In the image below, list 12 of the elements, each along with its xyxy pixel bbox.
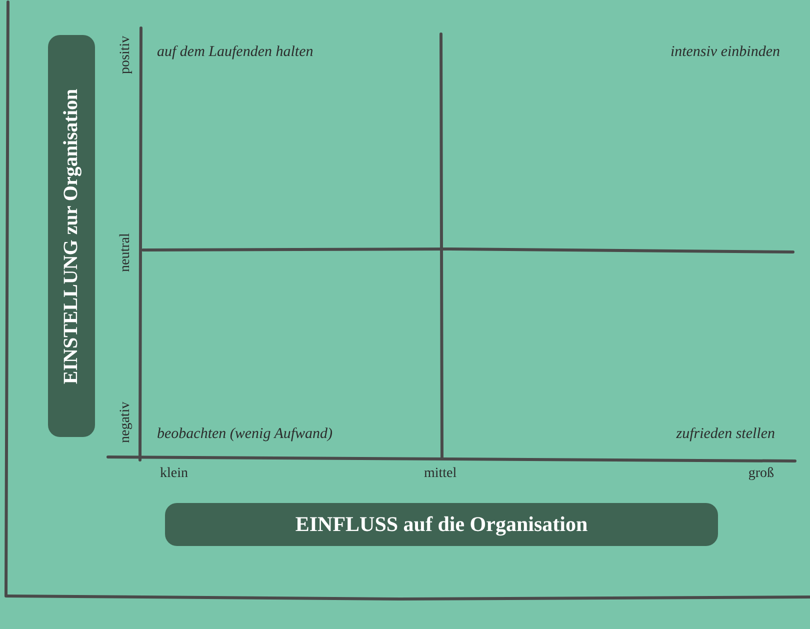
quadrant-label: beobachten (wenig Aufwand) [157,426,333,443]
x-axis-tick-label: klein [160,466,188,482]
axis-title-box: EINSTELLUNG zur Organisation [48,35,95,437]
y-axis-tick-label: neutral [118,233,134,272]
y-axis-tick-label: negativ [118,402,134,443]
quadrant-label: auf dem Laufenden halten [157,44,314,61]
quadrant-label: zufrieden stellen [676,426,775,443]
quadrant-label: intensiv einbinden [670,44,780,61]
y-axis-tick-label: positiv [118,36,134,74]
axis-title-box: EINFLUSS auf die Organisation [165,503,718,546]
x-axis-tick-label: mittel [424,466,457,482]
x-axis-tick-label: groß [748,466,774,482]
